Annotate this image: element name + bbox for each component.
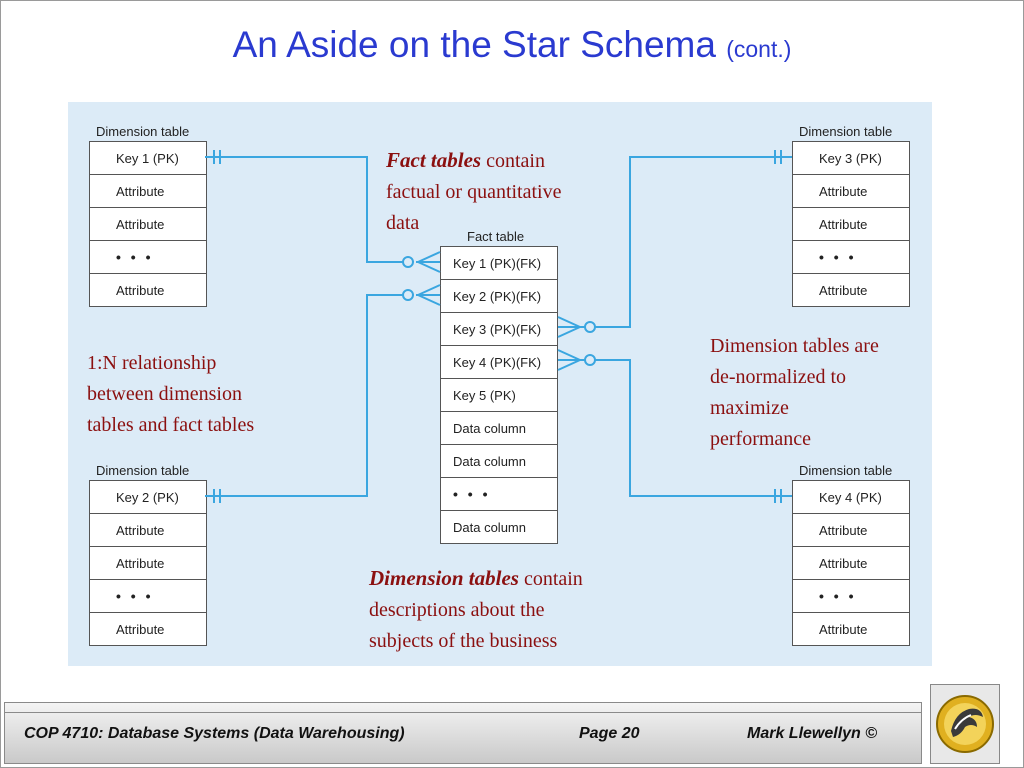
- ellipsis-dots: • • •: [453, 486, 491, 502]
- table-row: Attribute: [90, 175, 206, 208]
- dimension-table-bottom-right: Key 4 (PK) Attribute Attribute • • • Att…: [792, 480, 910, 646]
- note-dimension-tables-line2: descriptions about the: [369, 599, 545, 621]
- title-main: An Aside on the Star Schema: [232, 24, 716, 65]
- dimension-table-bottom-left: Key 2 (PK) Attribute Attribute • • • Att…: [89, 480, 207, 646]
- note-fact-tables-line3: data: [386, 212, 420, 234]
- note-relationship-line1: 1:N relationship: [87, 352, 217, 374]
- table-row: Attribute: [793, 175, 909, 208]
- table-row: Key 4 (PK): [793, 481, 909, 514]
- ellipsis-dots: • • •: [116, 588, 154, 604]
- ellipsis-dots: • • •: [116, 249, 154, 265]
- note-denormalized: Dimension tables are de-normalized to ma…: [710, 331, 879, 455]
- table-row: Attribute: [819, 283, 868, 298]
- dimension-table-caption-bottom-left: Dimension table: [96, 463, 190, 478]
- table-row: • • •: [793, 580, 909, 613]
- table-row: Key 5 (PK): [441, 379, 557, 412]
- title-suffix: (cont.): [726, 36, 792, 62]
- table-row: Data column: [453, 520, 526, 535]
- ellipsis-dots: • • •: [819, 249, 857, 265]
- note-dimension-tables: Dimension tables contain descriptions ab…: [369, 563, 583, 657]
- table-row: Attribute: [793, 547, 909, 580]
- table-row: Key 3 (PK): [793, 142, 909, 175]
- note-relationship: 1:N relationship between dimension table…: [87, 348, 254, 441]
- table-row: Data column: [441, 445, 557, 478]
- footer-divider: [4, 712, 922, 713]
- table-row: • • •: [441, 478, 557, 511]
- dimension-table-caption-bottom-right: Dimension table: [799, 463, 893, 478]
- note-relationship-line3: tables and fact tables: [87, 414, 255, 436]
- table-row: Data column: [441, 412, 557, 445]
- fact-table: Key 1 (PK)(FK) Key 2 (PK)(FK) Key 3 (PK)…: [440, 246, 558, 544]
- table-row: • • •: [90, 580, 206, 613]
- table-row: Attribute: [819, 622, 868, 637]
- note-dimension-tables-line1: contain: [518, 568, 583, 590]
- table-row: • • •: [793, 241, 909, 274]
- dimension-table-top-right: Key 3 (PK) Attribute Attribute • • • Att…: [792, 141, 910, 307]
- table-row: Key 1 (PK)(FK): [441, 247, 557, 280]
- note-denormalized-line4: performance: [710, 428, 812, 450]
- note-denormalized-line3: maximize: [710, 397, 789, 419]
- note-dimension-tables-line3: subjects of the business: [369, 630, 558, 652]
- slide-title: An Aside on the Star Schema (cont.): [0, 24, 1024, 66]
- fact-table-caption: Fact table: [467, 229, 525, 244]
- table-row: • • •: [90, 241, 206, 274]
- footer-author: Mark Llewellyn ©: [747, 725, 878, 742]
- dimension-table-caption-top-right: Dimension table: [799, 124, 893, 139]
- table-row: Attribute: [116, 283, 165, 298]
- table-row: Key 3 (PK)(FK): [441, 313, 557, 346]
- dimension-table-caption-top-left: Dimension table: [96, 124, 190, 139]
- table-row: Attribute: [793, 208, 909, 241]
- dimension-table-top-left: Key 1 (PK) Attribute Attribute • • • Att…: [89, 141, 207, 307]
- table-row: Attribute: [90, 208, 206, 241]
- note-denormalized-line1: Dimension tables are: [710, 335, 879, 357]
- note-fact-tables: Fact tables contain factual or quantitat…: [386, 145, 561, 239]
- table-row: Attribute: [116, 622, 165, 637]
- note-fact-tables-emphasis: Fact tables: [386, 148, 482, 172]
- note-dimension-tables-emphasis: Dimension tables: [369, 566, 519, 590]
- table-row: Key 4 (PK)(FK): [441, 346, 557, 379]
- note-fact-tables-line2: factual or quantitative: [386, 181, 562, 203]
- footer-course: COP 4710: Database Systems (Data Warehou…: [24, 725, 405, 742]
- pegasus-logo-icon: [936, 695, 994, 753]
- ellipsis-dots: • • •: [819, 588, 857, 604]
- table-row: Attribute: [793, 514, 909, 547]
- table-row: Attribute: [90, 514, 206, 547]
- table-row: Key 2 (PK)(FK): [441, 280, 557, 313]
- table-row: Key 2 (PK): [90, 481, 206, 514]
- table-row: Attribute: [90, 547, 206, 580]
- note-fact-tables-line1: contain: [481, 150, 545, 172]
- note-relationship-line2: between dimension: [87, 383, 242, 405]
- footer-page-number: Page 20: [579, 725, 640, 742]
- note-denormalized-line2: de-normalized to: [710, 366, 847, 388]
- table-row: Key 1 (PK): [90, 142, 206, 175]
- logo-frame: [930, 684, 1000, 764]
